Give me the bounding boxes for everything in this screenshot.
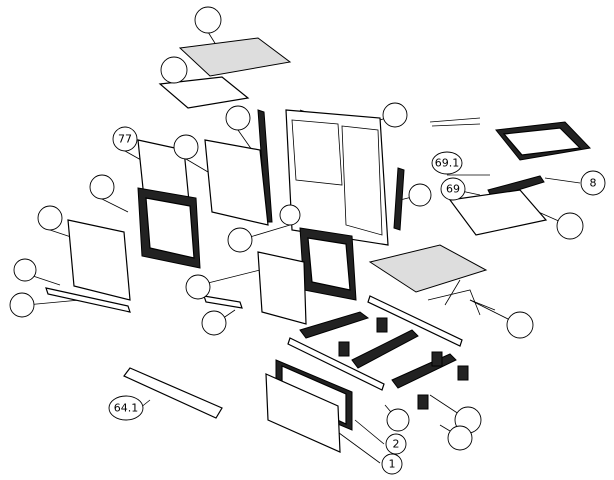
drawer-front [265, 373, 341, 453]
hinge-bar [203, 295, 243, 309]
tray [448, 189, 548, 236]
parts [45, 37, 592, 453]
base-foot-b [351, 329, 419, 369]
bottom-trim [123, 367, 223, 419]
leg [457, 365, 469, 381]
leg [417, 394, 429, 410]
inner-glass [204, 139, 269, 226]
svg-text:69: 69 [446, 183, 460, 196]
rear-panel [285, 109, 389, 246]
callout-64-1: 64.1 [108, 395, 144, 421]
svg-text:64.1: 64.1 [114, 402, 139, 415]
leg [431, 351, 443, 367]
svg-text:69.1: 69.1 [435, 157, 460, 170]
grill-pan [158, 76, 250, 109]
cross-rail [367, 295, 463, 347]
callout-77: 77 [112, 126, 138, 152]
front-rail [287, 337, 385, 391]
base-foot-a [299, 311, 370, 339]
callout-1: 1 [381, 453, 403, 475]
door-trim [45, 287, 131, 313]
svg-text:1: 1 [389, 458, 396, 471]
oven-rack [178, 37, 292, 77]
callout-69: 69 [440, 177, 466, 201]
leg [338, 341, 350, 357]
leg [376, 317, 388, 333]
cable [429, 117, 481, 127]
svg-text:2: 2 [393, 438, 400, 451]
side-strip-right [393, 167, 405, 231]
outer-door-glass [67, 219, 131, 301]
wire-stand [427, 279, 496, 316]
svg-text:8: 8 [590, 177, 597, 190]
drawer-door [257, 251, 307, 325]
base-pan [368, 244, 488, 293]
callout-circles [9, 6, 584, 451]
svg-text:77: 77 [118, 133, 132, 146]
base-foot-c [391, 353, 457, 389]
callout-2: 2 [385, 433, 407, 455]
callout-69-1: 69.1 [431, 151, 463, 175]
callout-8: 8 [580, 170, 606, 196]
